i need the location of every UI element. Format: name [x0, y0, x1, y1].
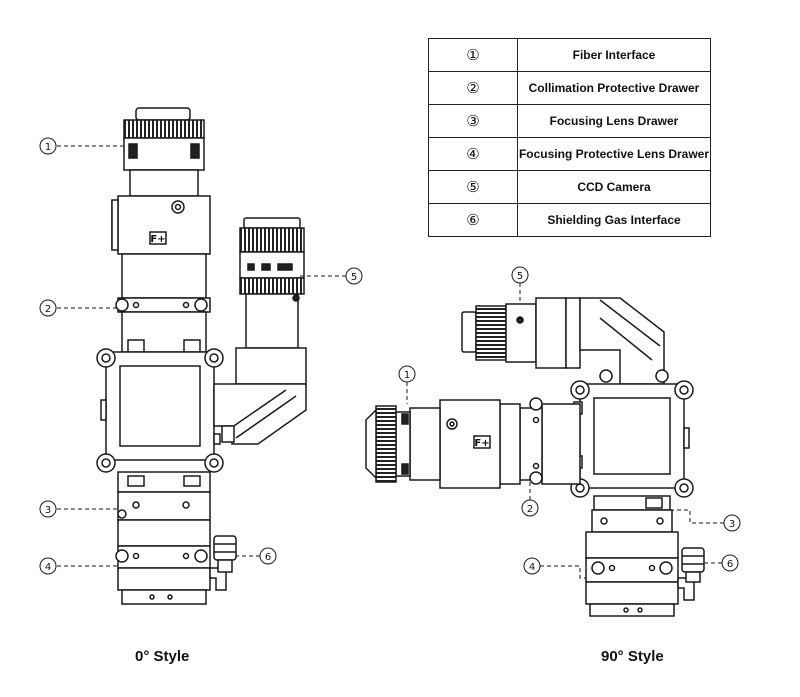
focusing-section [115, 471, 211, 605]
legend-row: ④ Focusing Protective Lens Drawer [428, 137, 711, 171]
legend-row: ⑥ Shielding Gas Interface [428, 203, 711, 237]
callout-right-6: 6 [727, 559, 733, 570]
caption-0-style: 0° Style [135, 648, 190, 665]
caption-90-style: 90° Style [601, 648, 664, 665]
legend-row: ② Collimation Protective Drawer [428, 71, 711, 105]
legend-row: ③ Focusing Lens Drawer [428, 104, 711, 138]
main-cube-90 [570, 380, 694, 498]
callout-left-1: 1 [45, 142, 51, 153]
head-90-style: F+ [365, 297, 705, 617]
callout-right-1: 1 [404, 370, 410, 381]
head-0-style: F+ [96, 107, 307, 605]
svg-text:F+: F+ [474, 438, 489, 449]
legend-label: Shielding Gas Interface [517, 203, 711, 237]
legend-label: Focusing Lens Drawer [517, 104, 711, 138]
legend-row: ① Fiber Interface [428, 38, 711, 72]
legend-marker: ⑥ [428, 203, 518, 237]
svg-text:F+: F+ [150, 234, 165, 245]
collimation-body: F+ [111, 195, 211, 299]
callout-right-5: 5 [517, 271, 523, 282]
focusing-section-90 [585, 495, 679, 617]
callouts [57, 145, 724, 579]
callout-markers [39, 137, 741, 575]
legend-label: CCD Camera [517, 170, 711, 204]
legend-marker: ② [428, 71, 518, 105]
callout-labels: 1 2 3 4 5 6 5 1 2 3 4 6 [45, 142, 735, 573]
legend-label: Focusing Protective Lens Drawer [517, 137, 711, 171]
collimation-drawer-part [115, 297, 211, 353]
callout-right-2: 2 [527, 504, 533, 515]
ccd-camera-part [213, 217, 307, 445]
collimation-arm-90: F+ [365, 397, 581, 489]
gas-elbow-part-90 [677, 547, 705, 601]
legend-label: Fiber Interface [517, 38, 711, 72]
callout-left-2: 2 [45, 304, 51, 315]
legend-row: ⑤ CCD Camera [428, 170, 711, 204]
legend-table: ① Fiber Interface ② Collimation Protecti… [428, 38, 711, 237]
legend-marker: ① [428, 38, 518, 72]
ccd-camera-part-90 [461, 297, 669, 385]
legend-marker: ③ [428, 104, 518, 138]
callout-left-6: 6 [265, 552, 271, 563]
callout-right-3: 3 [729, 519, 735, 530]
legend-marker: ④ [428, 137, 518, 171]
legend-label: Collimation Protective Drawer [517, 71, 711, 105]
fiber-interface-part [123, 107, 205, 197]
callout-right-4: 4 [529, 562, 535, 573]
callout-left-5: 5 [351, 272, 357, 283]
callout-left-3: 3 [45, 505, 51, 516]
callout-left-4: 4 [45, 562, 51, 573]
main-cube [96, 348, 224, 473]
legend-marker: ⑤ [428, 170, 518, 204]
gas-elbow-part [209, 535, 237, 591]
